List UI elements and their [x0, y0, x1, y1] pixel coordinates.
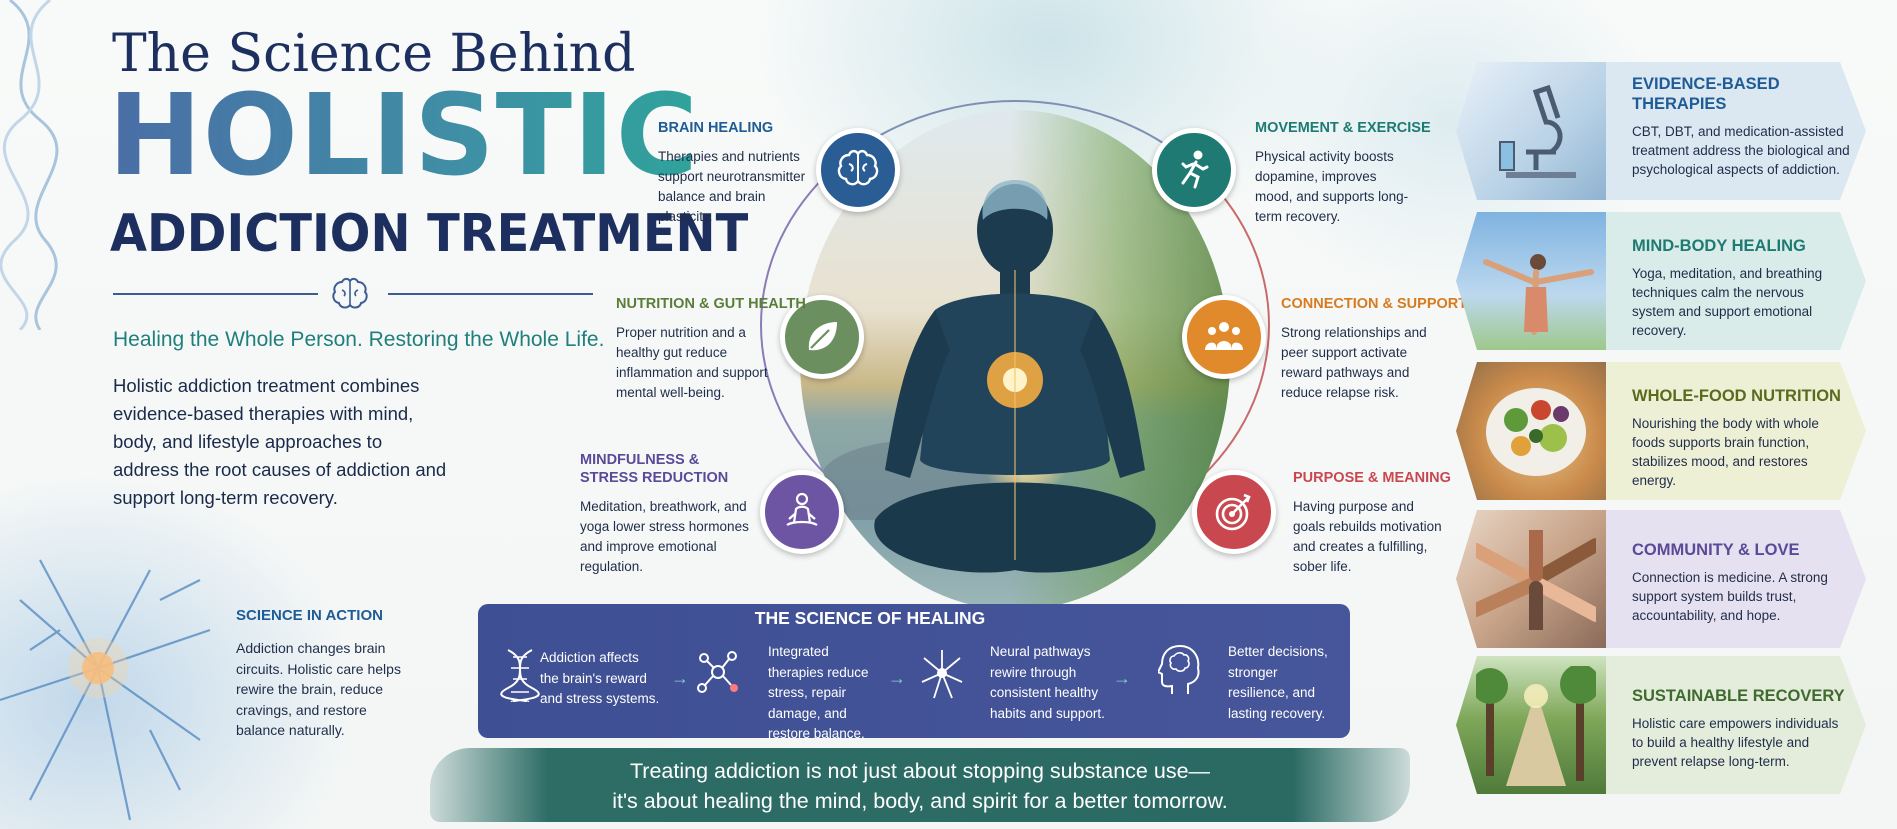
- science-of-healing-title: THE SCIENCE OF HEALING: [754, 608, 986, 628]
- card-mind-body-text: Yoga, meditation, and breathing techniqu…: [1632, 266, 1823, 338]
- title-line-2: HOLISTIC: [108, 71, 699, 201]
- banner-line-1: Treating addiction is not just about sto…: [629, 759, 1211, 783]
- microscope-icon: [1456, 62, 1606, 200]
- closing-banner-text: Treating addiction is not just about sto…: [430, 756, 1410, 816]
- brain-icon: [837, 149, 879, 186]
- card-sustainable-title: SUSTAINABLE RECOVERY: [1632, 687, 1845, 705]
- card-evidence-based-title: EVIDENCE-BASED THERAPIES: [1632, 75, 1780, 113]
- healing-step-2: Integrated therapies reduce stress, repa…: [768, 644, 869, 741]
- card-mind-body-title: MIND-BODY HEALING: [1632, 237, 1806, 255]
- orbit-ring: [760, 100, 1270, 550]
- mindfulness-icon-badge: [760, 470, 844, 554]
- step-arrow-2: →: [888, 668, 906, 688]
- dna-icon: [500, 649, 540, 702]
- step-arrow-1: →: [671, 668, 689, 688]
- brain-healing-text: Therapies and nutrients support neurotra…: [658, 149, 806, 224]
- nutrition-title: NUTRITION & GUT HEALTH: [616, 296, 806, 312]
- science-in-action-title: SCIENCE IN ACTION: [236, 607, 383, 624]
- hands-icon: [1456, 510, 1606, 648]
- head-brain-icon: [1158, 644, 1200, 694]
- brain-healing-title: BRAIN HEALING: [658, 120, 774, 136]
- group-icon: [1205, 322, 1243, 350]
- divider-left: [113, 293, 318, 295]
- card-evidence-based-text: CBT, DBT, and medication-assisted treatm…: [1632, 124, 1850, 177]
- card-whole-food-title: WHOLE-FOOD NUTRITION: [1632, 387, 1841, 405]
- card-sustainable-text: Holistic care empowers individuals to bu…: [1632, 716, 1839, 769]
- mindfulness-text: Meditation, breathwork, and yoga lower s…: [580, 499, 749, 574]
- title-line-3: ADDICTION TREATMENT: [110, 204, 749, 264]
- connection-text: Strong relationships and peer support ac…: [1281, 325, 1427, 400]
- healing-step-3: Neural pathways rewire through consisten…: [990, 644, 1105, 721]
- running-icon: [1181, 150, 1209, 189]
- card-sustainable-body: [1606, 656, 1866, 794]
- nutrition-icon-badge: [780, 295, 864, 379]
- neuron-decoration-icon: [0, 559, 211, 821]
- science-in-action-text: Addiction changes brain circuits. Holist…: [236, 640, 401, 738]
- brain-healing-icon-badge: [816, 128, 900, 212]
- purpose-title: PURPOSE & MEANING: [1293, 470, 1451, 486]
- dna-decoration-icon: [0, 0, 59, 330]
- path-icon: [1456, 656, 1606, 794]
- card-whole-food-text: Nourishing the body with whole foods sup…: [1632, 416, 1819, 488]
- salad-icon: [1456, 362, 1606, 500]
- tagline: Healing the Whole Person. Restoring the …: [113, 328, 605, 351]
- science-of-healing-panel: [478, 604, 1350, 738]
- card-whole-food: WHOLE-FOOD NUTRITION Nourishing the body…: [1456, 362, 1876, 500]
- target-icon: [1215, 493, 1251, 531]
- card-community: COMMUNITY & LOVE Connection is medicine.…: [1456, 510, 1876, 648]
- leaf-icon: [808, 322, 837, 351]
- breathing-icon: [1456, 212, 1606, 350]
- movement-title: MOVEMENT & EXERCISE: [1255, 120, 1431, 136]
- card-community-body: [1606, 510, 1866, 648]
- nutrition-text: Proper nutrition and a healthy gut reduc…: [616, 325, 768, 400]
- title-line-1: The Science Behind: [112, 24, 636, 84]
- card-community-text: Connection is medicine. A strong support…: [1632, 570, 1828, 623]
- closing-banner: [430, 748, 1410, 822]
- card-evidence-based: EVIDENCE-BASED THERAPIES CBT, DBT, and m…: [1456, 62, 1876, 200]
- movement-icon-badge: [1152, 128, 1236, 212]
- card-mind-body-body: [1606, 212, 1866, 350]
- purpose-icon-badge: [1192, 470, 1276, 554]
- neuron-icon: [921, 650, 963, 699]
- connection-icon-badge: [1182, 295, 1266, 379]
- card-whole-food-body: [1606, 362, 1866, 500]
- molecule-icon: [697, 651, 738, 693]
- healing-step-4: Better decisions, stronger resilience, a…: [1228, 644, 1328, 721]
- intro-text: Holistic addiction treatment combines ev…: [113, 375, 447, 508]
- step-arrow-3: →: [1113, 668, 1131, 688]
- banner-line-2: it's about healing the mind, body, and s…: [612, 789, 1228, 813]
- meditation-icon: [786, 492, 818, 526]
- card-evidence-based-body: [1606, 62, 1866, 200]
- connection-title: CONNECTION & SUPPORT: [1281, 296, 1468, 312]
- card-mind-body: MIND-BODY HEALING Yoga, meditation, and …: [1456, 212, 1876, 350]
- mindfulness-title: MINDFULNESS & STRESS REDUCTION: [580, 452, 729, 486]
- card-sustainable: SUSTAINABLE RECOVERY Holistic care empow…: [1456, 656, 1876, 794]
- card-community-title: COMMUNITY & LOVE: [1632, 541, 1800, 559]
- divider-right: [388, 293, 593, 295]
- movement-text: Physical activity boosts dopamine, impro…: [1255, 149, 1409, 224]
- brain-divider-icon: [332, 277, 368, 309]
- healing-step-1: Addiction affects the brain's reward and…: [540, 650, 660, 706]
- purpose-text: Having purpose and goals rebuilds motiva…: [1293, 499, 1442, 574]
- meditating-figure-icon: [874, 180, 1156, 573]
